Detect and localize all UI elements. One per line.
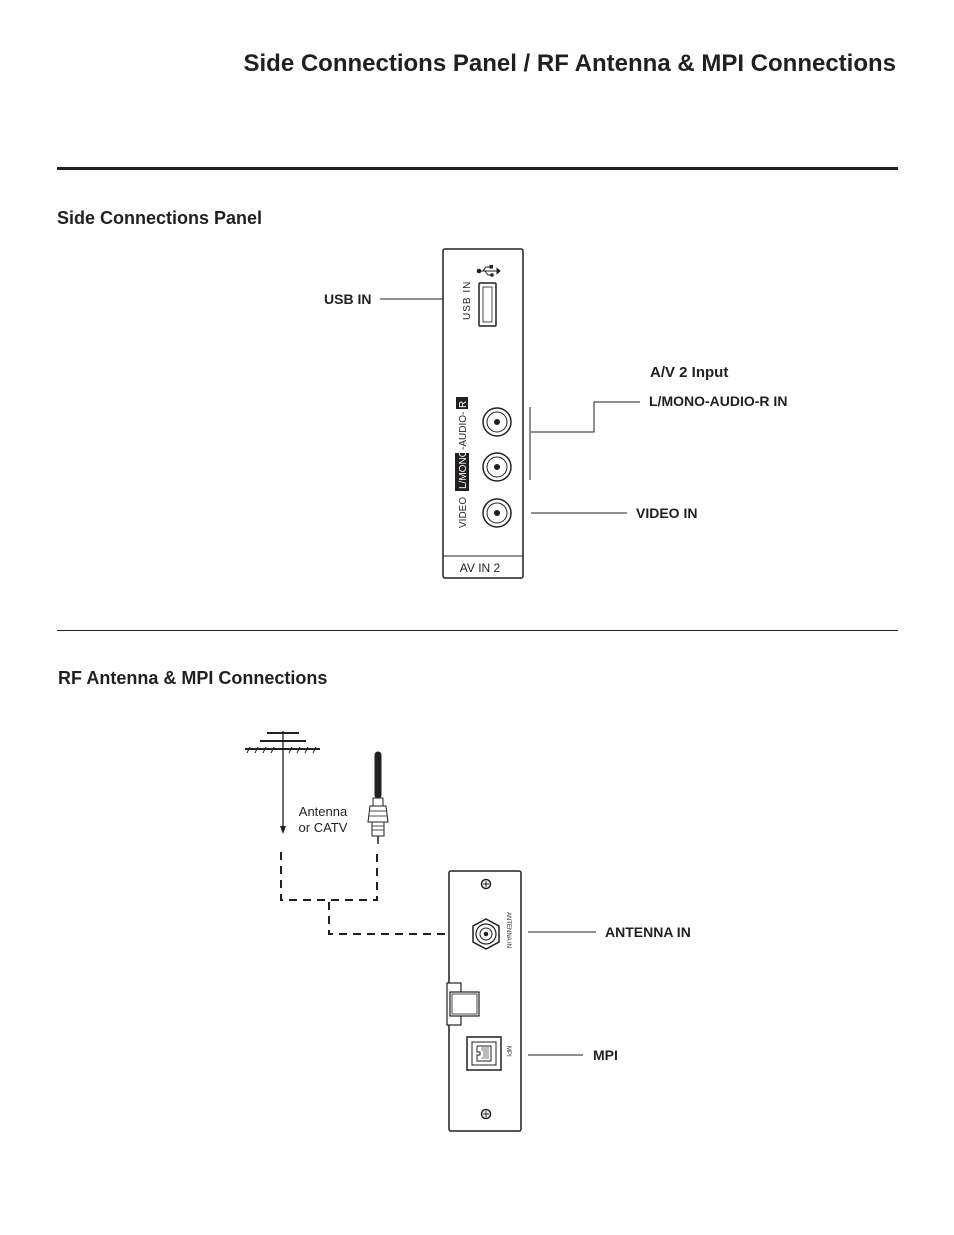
side-panel-body <box>442 248 524 579</box>
usb-in-callout: USB IN <box>324 291 372 307</box>
antenna-in-jack <box>472 918 500 950</box>
top-screw-icon <box>480 878 492 890</box>
video-in-callout: VIDEO IN <box>636 505 698 521</box>
usb-panel-text: USB IN <box>462 281 473 320</box>
antenna-caption-line1: Antenna <box>299 804 348 819</box>
audio-r-jack <box>482 407 512 437</box>
mpi-panel-text: MPI <box>505 1046 511 1057</box>
side-connections-heading: Side Connections Panel <box>57 208 263 228</box>
top-divider <box>57 167 898 170</box>
audio-leader-line <box>531 401 640 433</box>
av2-input-callout: A/V 2 Input <box>650 364 729 381</box>
antenna-in-panel-text: ANTENNA IN <box>505 912 511 948</box>
panel-clip <box>446 982 480 1026</box>
usb-symbol-icon <box>476 265 501 277</box>
page-title: Side Connections Panel / RF Antenna & MP… <box>243 50 897 77</box>
audio-panel-text: -AUDIO- <box>458 412 469 450</box>
video-jack <box>482 498 512 528</box>
section-divider <box>57 630 898 631</box>
mono-highlight <box>455 453 469 491</box>
antenna-caption-line2: or CATV <box>299 820 348 835</box>
r-highlight <box>456 397 468 409</box>
antenna-mast-icon <box>245 731 320 834</box>
av-panel-vertical-labels: L/MONO -AUDIO- R VIDEO <box>455 397 469 528</box>
audio-in-callout: L/MONO-AUDIO-R IN <box>649 393 788 409</box>
mono-panel-text: L/MONO <box>458 449 469 489</box>
coax-cable-icon <box>367 751 389 844</box>
video-panel-text: VIDEO <box>458 497 469 528</box>
rf-mpi-diagram: Antenna or CATV <box>245 731 596 1132</box>
usb-port-inner <box>482 286 493 323</box>
mpi-port <box>466 1036 502 1071</box>
antenna-in-callout: ANTENNA IN <box>605 924 691 940</box>
side-connections-diagram: AV IN 2 USB IN L/MONO -AUDIO- R VIDEO <box>380 248 640 579</box>
panel-footer-text: AV IN 2 <box>460 561 501 575</box>
audio-l-jack <box>482 452 512 482</box>
r-panel-text: R <box>458 401 469 408</box>
mpi-callout: MPI <box>593 1047 618 1063</box>
bottom-screw-icon <box>480 1108 492 1120</box>
dashed-cable-path <box>280 852 460 935</box>
rf-mpi-heading: RF Antenna & MPI Connections <box>58 668 328 688</box>
